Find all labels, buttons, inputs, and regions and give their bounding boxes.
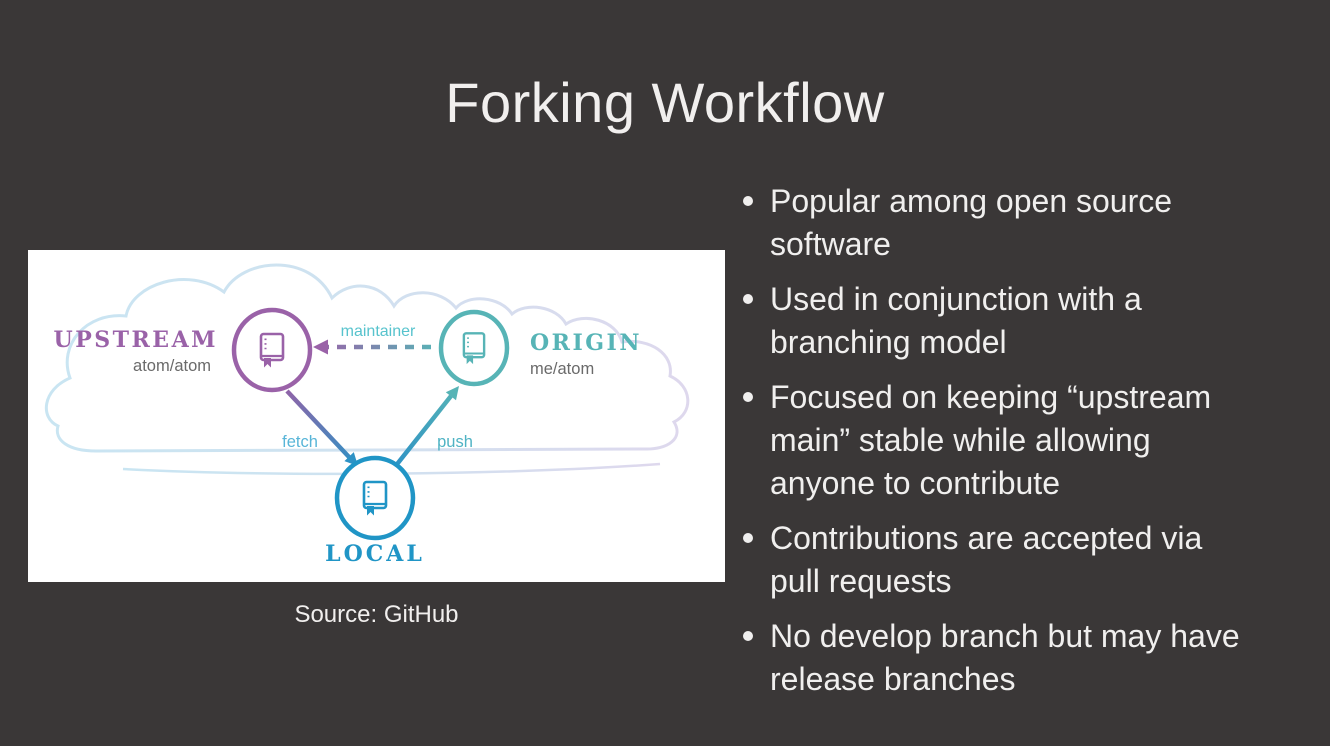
local-label: LOCAL [325, 541, 425, 567]
push-arrow-label: push [437, 433, 473, 451]
forking-diagram-figure: maintainer fetch push UPSTREAM atom/atom [28, 250, 725, 582]
bullet-text: Contributions are accepted via pull requ… [770, 520, 1203, 599]
upstream-label: UPSTREAM [54, 327, 218, 353]
local-node [334, 455, 416, 541]
bullet-item: Used in conjunction with a branching mod… [740, 278, 1250, 364]
bullet-item: Focused on keeping “upstream main” stabl… [740, 376, 1250, 505]
slide-title: Forking Workflow [445, 71, 885, 134]
fetch-arrow-label: fetch [282, 433, 318, 451]
origin-repo-name: me/atom [530, 360, 594, 378]
repo-book-icon [462, 332, 486, 365]
bullet-text: No develop branch but may have release b… [770, 618, 1240, 697]
upstream-node [231, 307, 313, 393]
cloud-outline [44, 263, 690, 453]
repo-book-icon [362, 480, 388, 516]
bullet-item: Popular among open source software [740, 180, 1250, 266]
bullet-text: Used in conjunction with a branching mod… [770, 281, 1142, 360]
bullet-text: Popular among open source software [770, 183, 1173, 262]
bullet-text: Focused on keeping “upstream main” stabl… [770, 379, 1212, 501]
push-arrow [392, 386, 459, 470]
figure-source-caption: Source: GitHub [294, 601, 459, 628]
maintainer-arrow [313, 339, 431, 355]
origin-node [438, 309, 510, 387]
maintainer-arrow-label: maintainer [341, 323, 416, 340]
repo-book-icon [259, 332, 285, 368]
bullet-item: No develop branch but may have release b… [740, 615, 1250, 701]
bullet-list: Popular among open source software Used … [740, 180, 1250, 713]
origin-label: ORIGIN [530, 330, 642, 356]
forking-diagram: maintainer fetch push UPSTREAM atom/atom [44, 263, 690, 567]
upstream-repo-name: atom/atom [133, 357, 211, 375]
bullet-item: Contributions are accepted via pull requ… [740, 517, 1250, 603]
